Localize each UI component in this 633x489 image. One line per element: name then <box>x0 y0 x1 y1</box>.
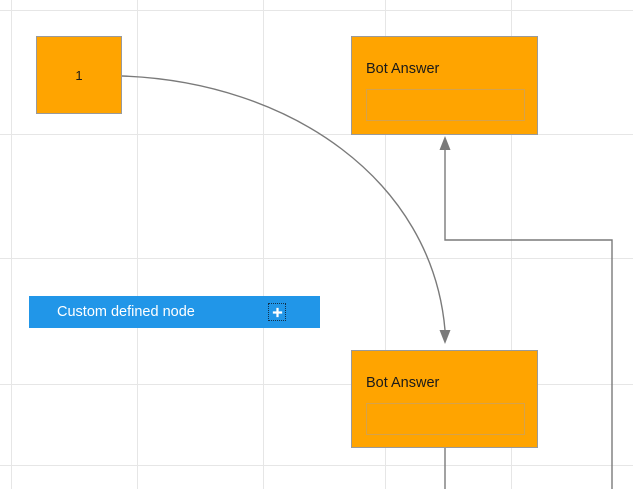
bot-answer-node-top-slot[interactable] <box>366 89 525 121</box>
bot-answer-node-bottom-title: Bot Answer <box>366 375 440 391</box>
custom-defined-node-palette-item[interactable]: Custom defined node <box>29 296 320 328</box>
custom-defined-node-label: Custom defined node <box>57 303 195 320</box>
bot-answer-node-bottom-slot[interactable] <box>366 403 525 435</box>
bot-answer-node-top[interactable]: Bot Answer <box>351 36 538 135</box>
start-node[interactable]: 1 <box>36 36 122 114</box>
bot-answer-node-top-title: Bot Answer <box>366 61 440 77</box>
bot-answer-node-bottom[interactable]: Bot Answer <box>351 350 538 448</box>
plus-icon[interactable] <box>268 303 286 321</box>
start-node-label: 1 <box>75 67 83 83</box>
